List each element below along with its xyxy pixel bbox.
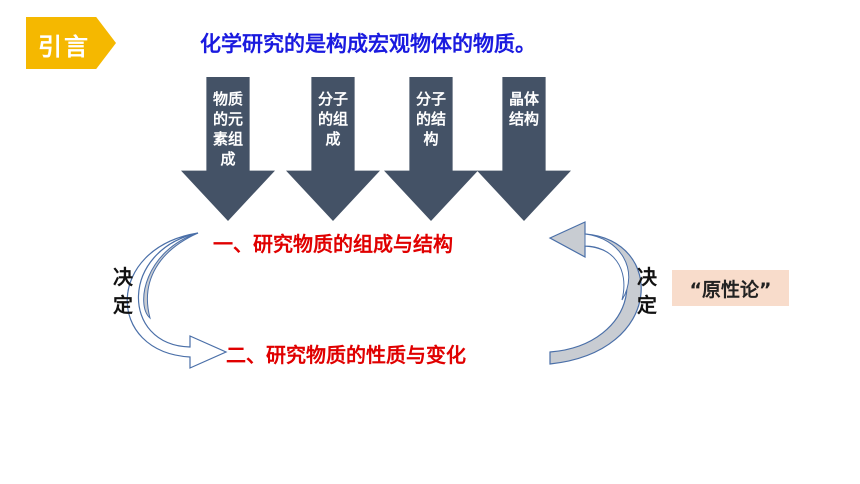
arrow-label-2: 分子的组成 <box>317 90 348 148</box>
decide-left: 决定 <box>113 265 133 317</box>
arrow-label-4: 晶体结构 <box>508 90 539 128</box>
headline: 化学研究的是构成宏观物体的物质。 <box>200 32 536 56</box>
right-curved-arrow-top <box>584 233 630 301</box>
left-curved-arrow <box>126 232 228 369</box>
arrow-label-1: 物质的元素组成 <box>212 90 243 168</box>
intro-tag: 引言 <box>26 17 116 69</box>
item-composition-structure: 一、研究物质的组成与结构 <box>213 232 453 256</box>
arrow-label-3: 分子的结构 <box>415 90 446 148</box>
decide-right: 决定 <box>637 265 657 317</box>
item-properties-changes: 二、研究物质的性质与变化 <box>226 343 466 367</box>
left-curved-arrow-shade <box>143 232 199 320</box>
intro-tag-label: 引言 <box>38 33 90 61</box>
theory-box: “原性论” <box>672 270 789 306</box>
